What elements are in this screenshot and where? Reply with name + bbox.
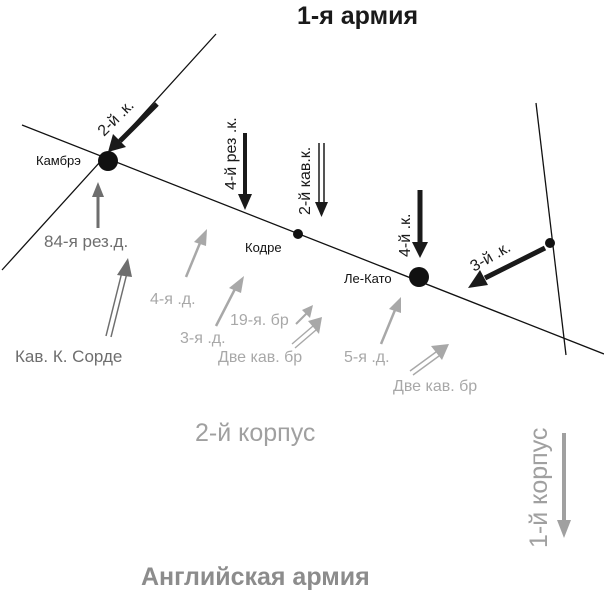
arrow-2nd-cavalry-corps: [315, 143, 328, 217]
arrow-two-cavalry-brigades-1: [291, 317, 322, 349]
label-5th-div: 5-я .д.: [344, 349, 390, 366]
towns: [98, 151, 555, 287]
arrow-4th-div: [184, 229, 207, 278]
arrow-5th-div: [379, 297, 401, 345]
arrow-2nd-corps: [108, 102, 159, 152]
town-marker-cambrai: [98, 151, 118, 171]
town-marker-lecateau: [409, 267, 429, 287]
label-two-cavalry-brigades-2: Две кав. бр: [393, 378, 477, 395]
arrow-sordet-cavalry: [105, 258, 132, 338]
german-army-title: 1-я армия: [297, 2, 418, 30]
label-4th-div: 4-я .д.: [150, 291, 196, 308]
label-4th-corps: 4-й .к.: [397, 214, 414, 258]
town-label-cambrai: Камбрэ: [36, 153, 81, 168]
road-cambrai-lecateau: [21, 124, 604, 355]
british-arrows: [92, 182, 571, 538]
label-sordet-cavalry: Кав. К. Сорде: [15, 347, 122, 366]
label-84th-reserve-div: 84-я рез.д.: [44, 232, 128, 251]
road-east: [535, 102, 567, 356]
german-arrows: [108, 102, 547, 288]
label-two-cavalry-brigades-1: Две кав. бр: [218, 349, 302, 366]
label-3rd-div: 3-я .д.: [180, 330, 226, 347]
label-2nd-british-corps: 2-й корпус: [195, 419, 315, 447]
junction-marker-east: [545, 238, 555, 248]
town-marker-caudry: [293, 229, 303, 239]
arrow-4th-reserve-corps: [238, 133, 252, 210]
arrow-4th-corps: [412, 190, 428, 258]
arrow-1st-corps: [557, 433, 571, 538]
label-1st-british-corps: 1-й корпус: [525, 428, 553, 548]
arrow-3rd-div: [214, 276, 244, 327]
town-label-lecateau: Ле-Като: [344, 271, 392, 286]
label-3rd-corps: 3-й .к.: [468, 239, 514, 275]
label-19th-brigade: 19-я. бр: [230, 312, 289, 329]
arrow-two-cavalry-brigades-2: [409, 344, 449, 376]
label-2nd-corps: 2-й .к.: [95, 97, 138, 140]
british-army-title: Английская армия: [141, 563, 370, 591]
label-4th-reserve-corps: 4-й рез .к.: [223, 117, 240, 190]
arrow-3rd-corps: [468, 245, 547, 288]
arrow-19th-brigade: [295, 305, 313, 325]
town-label-caudry: Кодре: [245, 240, 282, 255]
label-2nd-cavalry-corps: 2-й кав.к.: [297, 147, 314, 215]
arrow-84th-reserve-div: [92, 182, 104, 228]
